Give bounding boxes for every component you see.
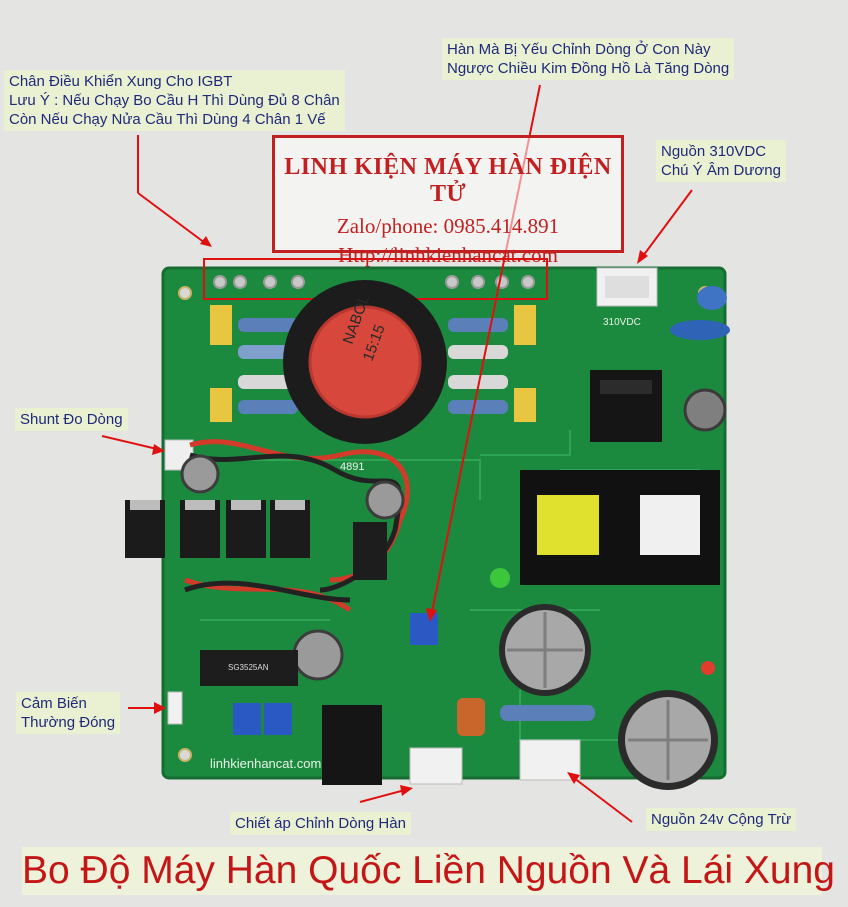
regulator-bottom: [322, 705, 382, 785]
stamp-title: LINH KIỆN MÁY HÀN ĐIỆN TỬ: [284, 154, 612, 207]
callout-pot-connector: Chiết áp Chỉnh Dòng Hàn: [230, 812, 411, 835]
silk-part-number: 4891: [340, 461, 364, 473]
trim-pot: [264, 703, 292, 735]
callout-shunt: Shunt Đo Dòng: [15, 408, 128, 431]
electrolytic-capacitor-large: [618, 690, 718, 790]
callout-line: Hàn Mà Bị Yếu Chỉnh Dòng Ở Con Này: [447, 41, 711, 58]
callout-line: Chiết áp Chỉnh Dòng Hàn: [235, 815, 406, 832]
current-trim-pot: [410, 613, 438, 645]
stamp-website: Http://linhkienhancat.com: [338, 243, 558, 267]
sensor-header: [167, 691, 183, 725]
callout-line: Chân Điều Khiển Xung Cho IGBT: [9, 73, 233, 90]
electrolytic-capacitor-large: [499, 604, 591, 696]
status-led-green: [490, 568, 510, 588]
callout-power-24v: Nguồn 24v Cộng Trừ: [646, 808, 797, 831]
callout-line: Còn Nếu Chạy Nửa Cầu Thì Dùng 4 Chân 1 V…: [9, 111, 326, 128]
callout-line: Cảm Biến: [21, 695, 87, 712]
callout-line: Shunt Đo Dòng: [20, 411, 123, 428]
trim-pot: [233, 703, 261, 735]
callout-line: Nguồn 24v Cộng Trừ: [651, 811, 792, 828]
callout-igbt-pins: Chân Điều Khiển Xung Cho IGBT Lưu Ý : Nế…: [4, 70, 345, 131]
toroid-transformer: [283, 280, 447, 444]
pot-connector: [409, 747, 463, 785]
to220-transistors: [125, 500, 310, 558]
status-led-red: [701, 661, 715, 675]
title-banner: Bo Độ Máy Hàn Quốc Liền Nguồn Và Lái Xun…: [22, 847, 835, 895]
blue-capacitor: [670, 320, 730, 340]
callout-sensor: Cảm Biến Thường Đóng: [16, 692, 121, 734]
callout-current-trim: Hàn Mà Bị Yếu Chỉnh Dòng Ở Con Này Ngược…: [442, 38, 735, 80]
flyback-transformer: [520, 470, 720, 585]
stamp-phone: Zalo/phone: 0985.414.891: [336, 214, 560, 238]
shop-stamp: LINH KIỆN MÁY HÀN ĐIỆN TỬ Zalo/phone: 09…: [272, 135, 624, 267]
pwm-ic-label: SG3525AN: [228, 663, 269, 672]
callout-power-310v: Nguồn 310VDC Chú Ý Âm Dương: [656, 140, 786, 182]
blue-capacitor: [697, 286, 727, 310]
callout-line: Nguồn 310VDC: [661, 143, 767, 160]
callout-line: Lưu Ý : Nếu Chạy Bo Cầu H Thì Dùng Đủ 8 …: [9, 92, 340, 109]
callout-line: Ngược Chiều Kim Đồng Hồ Là Tăng Dòng: [447, 60, 730, 77]
resistor-bank-right: [448, 305, 536, 422]
silk-brand: linhkienhancat.com: [210, 756, 321, 771]
silk-310vdc: 310VDC: [603, 317, 641, 328]
resistor-bank-left: [210, 305, 298, 422]
callout-line: Chú Ý Âm Dương: [661, 162, 781, 179]
gate-pin-row: [213, 275, 535, 289]
callout-line: Thường Đóng: [21, 714, 116, 731]
pwm-ic: [200, 650, 298, 686]
